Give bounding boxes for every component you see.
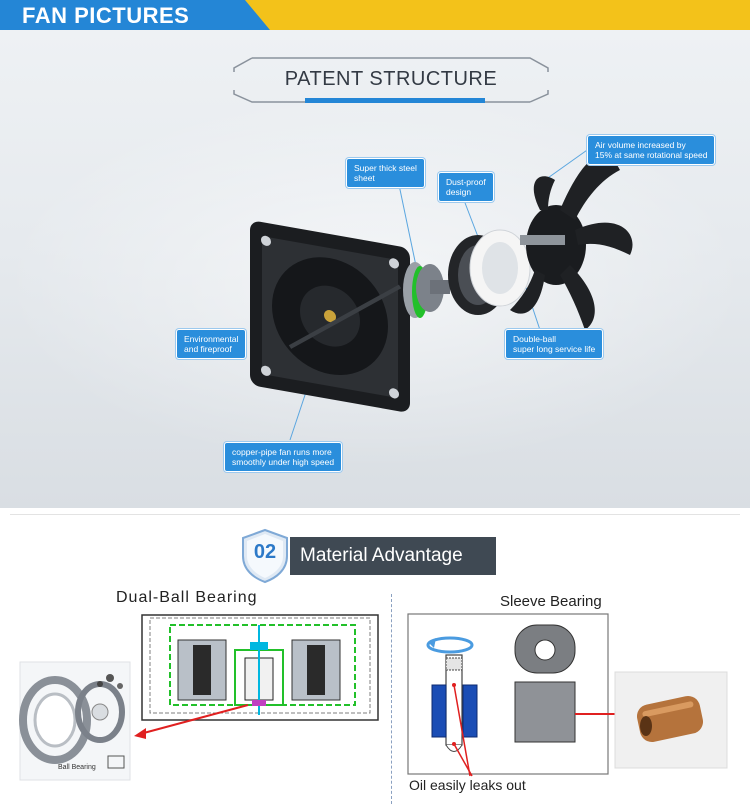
patent-title: PATENT STRUCTURE — [284, 68, 498, 90]
callout-steel-sheet: Super thick steel sheet — [346, 158, 425, 188]
callout-air-volume: Air volume increased by 15% at same rota… — [587, 135, 716, 165]
sleeve-bearing-diagram — [407, 613, 728, 777]
callout-copper-pipe: copper-pipe fan runs more smoothly under… — [224, 442, 343, 472]
header-title: FAN PICTURES — [22, 3, 190, 28]
material-advantage-title: Material Advantage — [290, 537, 496, 575]
callout-environmental: Environmental and fireproof — [176, 329, 247, 359]
sleeve-bearing-title: Sleeve Bearing — [500, 593, 602, 610]
patent-title-underline — [305, 98, 485, 103]
magnet-ring — [448, 229, 531, 315]
badge-number: 02 — [253, 541, 277, 563]
callout-dust-proof: Dust-proof design — [438, 172, 494, 202]
shield-badge-icon — [242, 528, 288, 584]
section-divider — [391, 594, 392, 804]
impeller — [510, 155, 633, 330]
bearing-assembly — [403, 262, 450, 318]
header-banner-blue — [0, 0, 270, 30]
oil-leak-text: Oil easily leaks out — [409, 777, 526, 793]
dual-ball-title: Dual-Ball Bearing — [116, 589, 258, 606]
ball-bearing-label: Ball Bearing — [58, 764, 96, 771]
exploded-fan-illustration — [249, 147, 633, 441]
fan-frame — [250, 221, 410, 412]
patent-structure-panel: PATENT STRUCTURE — [0, 30, 750, 508]
callout-double-ball: Double-ball super long service life — [505, 329, 604, 359]
dual-ball-diagram — [19, 614, 379, 781]
